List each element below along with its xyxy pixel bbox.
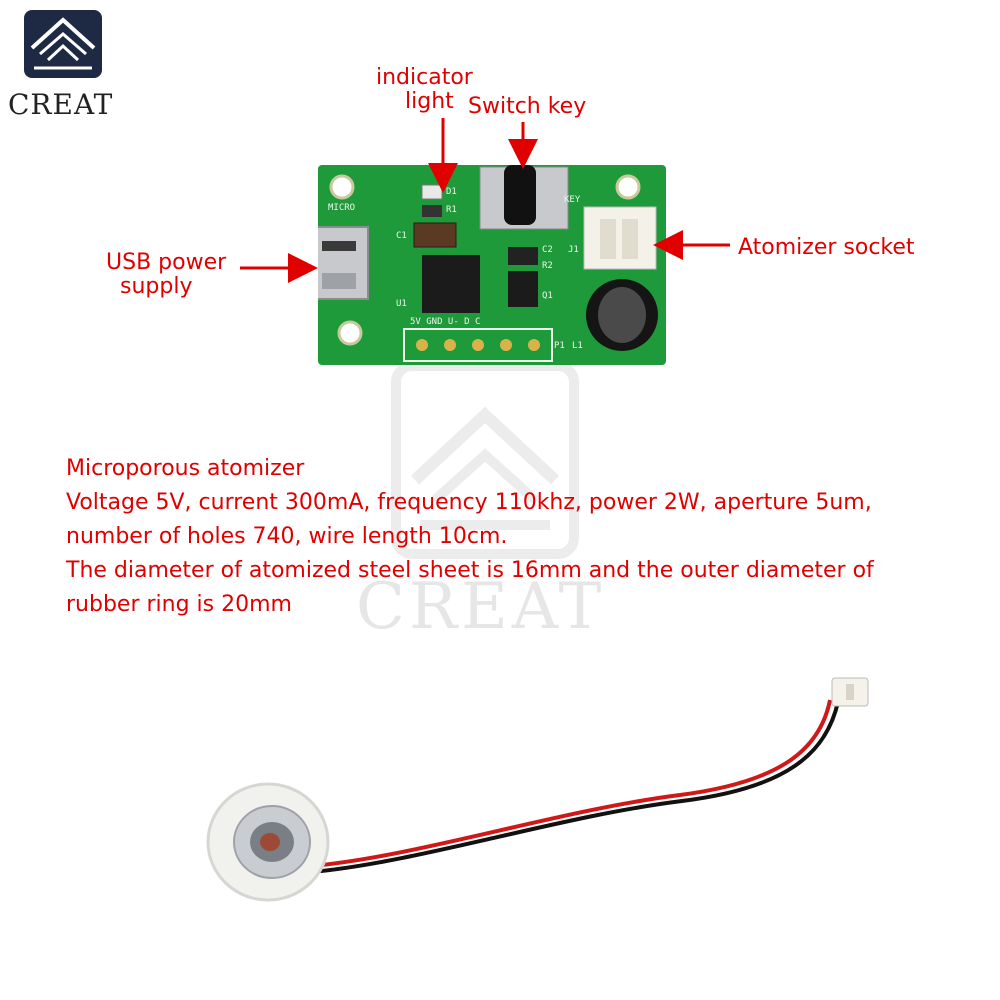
silk-c2: C2: [542, 245, 553, 255]
switch-key-label: Switch key: [468, 94, 587, 119]
wire-red: [311, 699, 832, 868]
pcb-board: MICRO KEY D1 R1 C1 C2 R2 J1 Q1 U1 5V GND…: [318, 165, 666, 365]
indicator-label-line1: indicator: [376, 65, 473, 90]
brand-logo: CREAT: [4, 8, 116, 126]
description-line-1: Microporous atomizer: [66, 456, 305, 481]
logo-text: CREAT: [8, 88, 114, 121]
description-line-4: The diameter of atomized steel sheet is …: [66, 558, 874, 583]
watermark-logo-icon: [391, 361, 579, 559]
atomizer-disc-illustration: [206, 677, 869, 902]
silk-r1: R1: [446, 205, 457, 215]
silk-pins: 5V GND U- D C: [410, 317, 481, 327]
usb-label-line2: supply: [120, 274, 193, 299]
description-line-3: number of holes 740, wire length 10cm.: [66, 524, 508, 549]
silk-l1: L1: [572, 341, 583, 351]
description-block: Microporous atomizer Voltage 5V, current…: [66, 452, 874, 622]
callout-arrows: [240, 118, 730, 283]
logo-mark-icon: [24, 10, 102, 78]
watermark-text: CREAT: [356, 570, 606, 644]
silk-q1: Q1: [542, 291, 553, 301]
description-line-2: Voltage 5V, current 300mA, frequency 110…: [66, 490, 872, 515]
silk-c1: C1: [396, 231, 407, 241]
silk-key: KEY: [564, 195, 581, 205]
description-line-5: rubber ring is 20mm: [66, 592, 292, 617]
watermark: CREAT: [350, 360, 620, 650]
silk-p1: P1: [554, 341, 565, 351]
atomizer-socket-label: Atomizer socket: [738, 235, 915, 260]
usb-label-line1: USB power: [106, 250, 227, 275]
silk-micro: MICRO: [328, 203, 356, 213]
pcb-illustration: [318, 165, 666, 365]
silk-r2: R2: [542, 261, 553, 271]
silk-u1: U1: [396, 299, 407, 309]
wire-black: [311, 701, 840, 874]
indicator-label-line2: light: [405, 89, 454, 114]
silk-j1: J1: [568, 245, 579, 255]
